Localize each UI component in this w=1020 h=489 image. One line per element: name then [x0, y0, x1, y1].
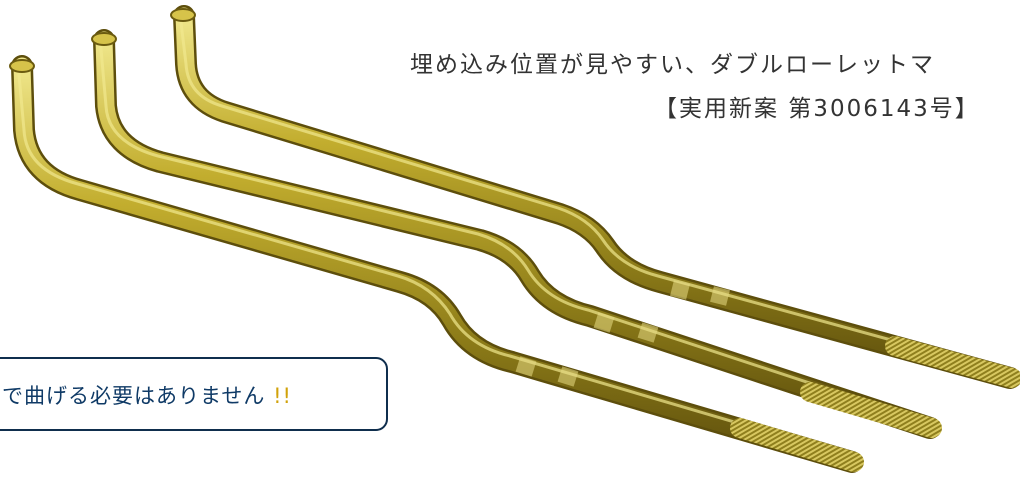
bolt-top-cap [9, 59, 35, 73]
note-callout-box [0, 357, 388, 431]
anchor-bolt-middle [91, 29, 942, 439]
note-emphasis: !! [273, 384, 292, 408]
bolt-top-cap [91, 32, 117, 46]
note-text: で曲げる必要はありません [2, 384, 266, 408]
utility-model-number: 【実用新案 第3006143号】 [654, 96, 980, 122]
anchor-bolt-front [9, 55, 864, 473]
feature-caption: 埋め込み位置が見やすい、ダブルローレットマ [410, 52, 935, 78]
bolt-top-cap [170, 8, 196, 22]
note-callout-text: で曲げる必要はありません !! [2, 386, 292, 407]
anchor-bolt-back [170, 5, 1020, 389]
